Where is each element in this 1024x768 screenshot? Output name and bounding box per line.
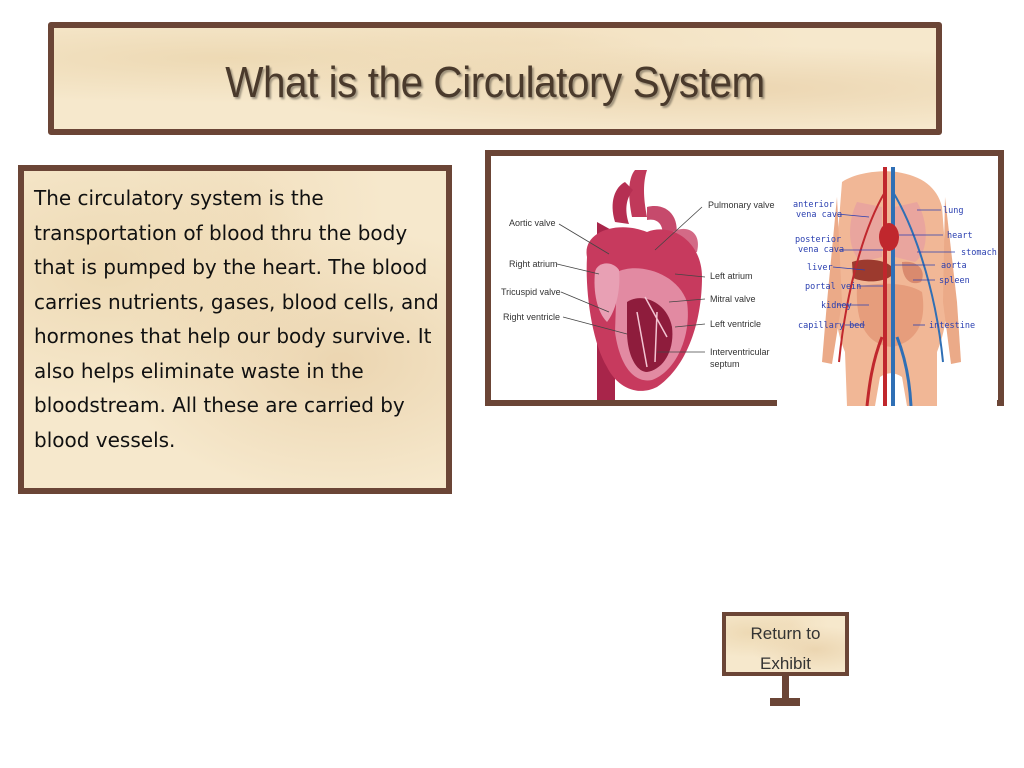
label-mitral-valve: Mitral valve <box>710 294 756 304</box>
label-portal-vein: portal vein <box>805 282 861 292</box>
label-lung: lung <box>943 206 963 216</box>
label-spleen: spleen <box>939 276 970 286</box>
label-left-ventricle: Left ventricle <box>710 319 761 329</box>
label-right-ventricle: Right ventricle <box>503 312 560 322</box>
label-pulmonary-valve: Pulmonary valve <box>708 200 775 210</box>
heart-illustration: Aortic valve Right atrium Tricuspid valv… <box>501 170 775 400</box>
label-stomach: stomach <box>961 248 997 258</box>
diagram-panel: Aortic valve Right atrium Tricuspid valv… <box>485 150 1004 406</box>
label-posterior-vena-cava: vena cava <box>798 245 844 255</box>
title-banner: What is the Circulatory System <box>48 22 942 135</box>
page-title: What is the Circulatory System <box>225 58 765 107</box>
label-anterior-vena-cava: vena cava <box>796 210 842 220</box>
label-posterior: posterior <box>795 235 841 245</box>
label-intestine: intestine <box>929 321 975 331</box>
return-to-exhibit-button[interactable]: Return to Exhibit <box>722 612 849 676</box>
circulatory-diagram: Aortic valve Right atrium Tricuspid valv… <box>501 162 997 406</box>
return-button-line1: Return to <box>750 624 821 643</box>
label-tricuspid-valve: Tricuspid valve <box>501 287 561 297</box>
description-text: The circulatory system is the transporta… <box>34 186 439 452</box>
label-anterior: anterior <box>793 200 834 210</box>
sign-post <box>782 676 789 700</box>
label-aortic-valve: Aortic valve <box>509 218 556 228</box>
sign-base <box>770 698 800 706</box>
label-septum: septum <box>710 359 740 369</box>
label-right-atrium: Right atrium <box>509 259 558 269</box>
return-button-line2: Exhibit <box>759 654 812 673</box>
label-capillary-bed: capillary bed <box>798 321 865 331</box>
label-heart: heart <box>947 231 973 241</box>
description-panel: The circulatory system is the transporta… <box>18 165 452 494</box>
label-kidney: kidney <box>821 301 852 311</box>
label-interventricular: Interventricular <box>710 347 770 357</box>
label-liver: liver <box>807 263 833 273</box>
label-left-atrium: Left atrium <box>710 271 753 281</box>
label-aorta: aorta <box>941 261 967 271</box>
body-illustration: anterior vena cava posterior vena cava l… <box>777 162 997 406</box>
